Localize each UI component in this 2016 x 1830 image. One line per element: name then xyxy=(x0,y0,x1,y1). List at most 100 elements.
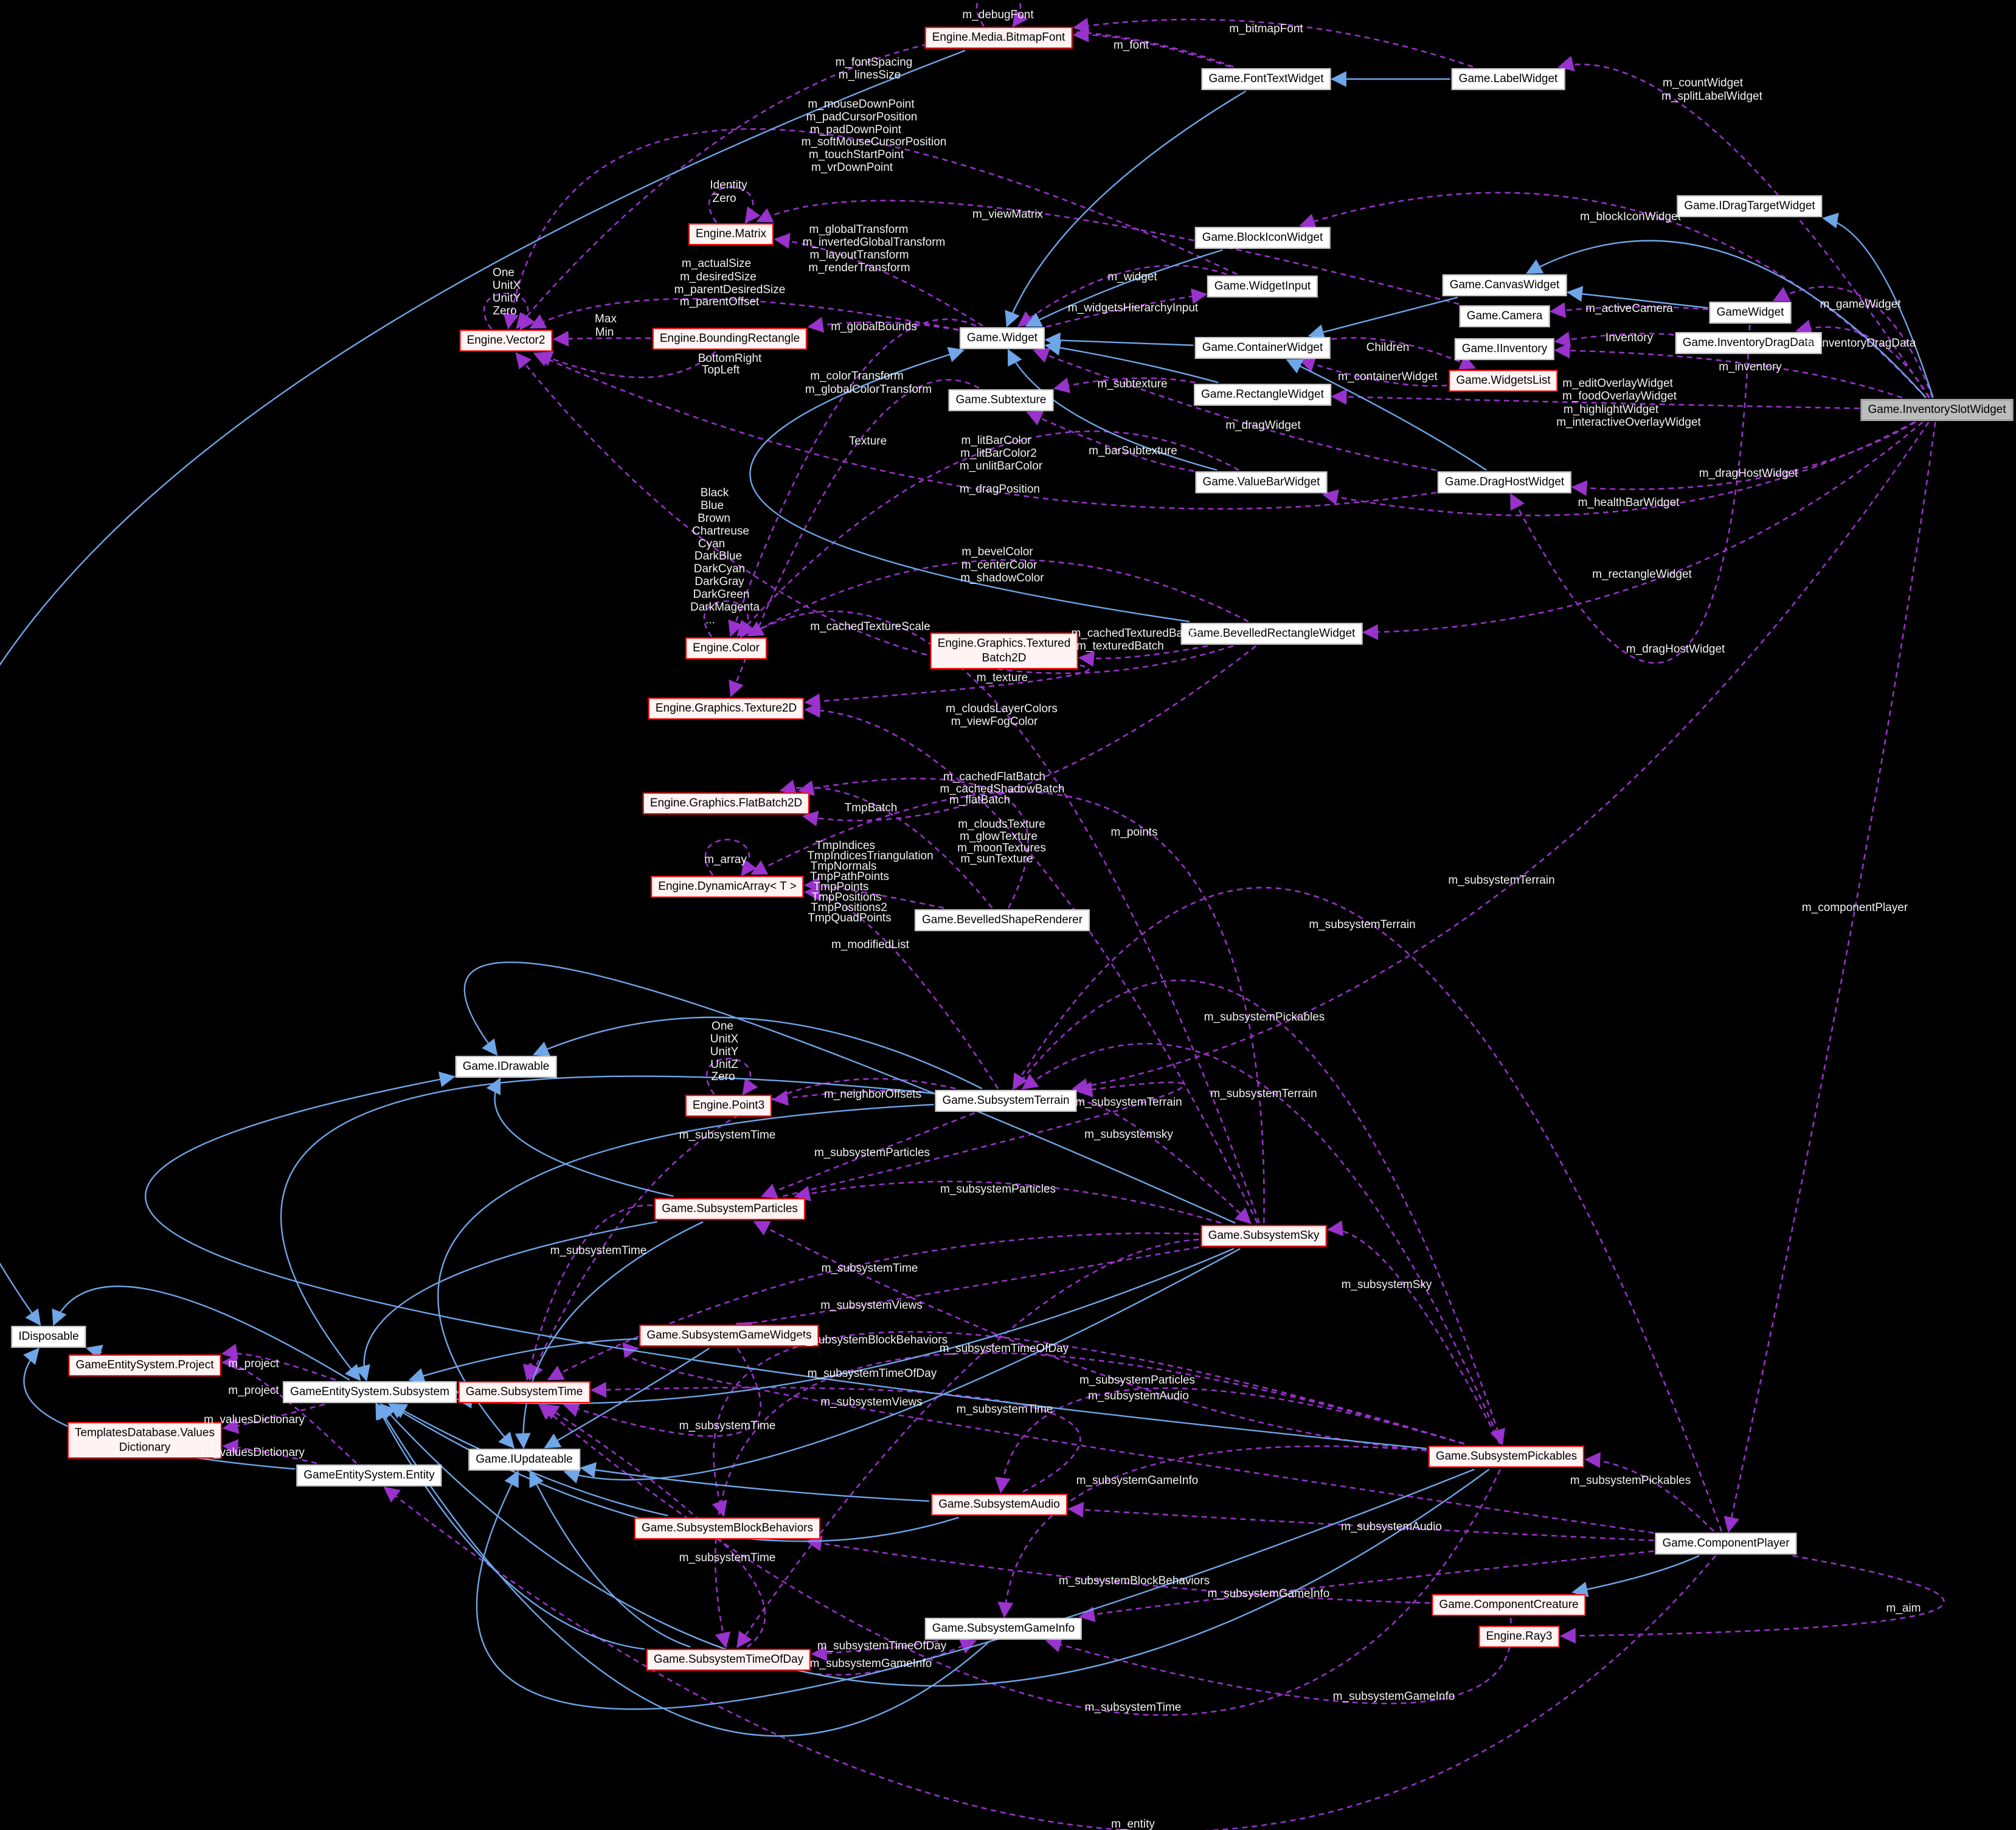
edge-subsystempickables-subsystemblockbehaviors xyxy=(712,1331,1465,1517)
node-valuebarwidget[interactable]: Game.ValueBarWidget xyxy=(1195,471,1328,493)
node-subsystemparticles[interactable]: Game.SubsystemParticles xyxy=(654,1198,805,1220)
node-idragtargetwidget[interactable]: Game.IDragTargetWidget xyxy=(1677,195,1823,217)
edge-texturedbatch2d-texture2d xyxy=(804,664,1090,710)
edge-boundingrectangle-vector2 xyxy=(536,351,716,378)
edge-fonttextwidget-widget xyxy=(1005,90,1247,328)
edge-inventoryslotwidget-bevelledrectanglewidget xyxy=(1362,421,1924,640)
edge-subsystemsky-subsystemparticles xyxy=(794,1180,1222,1224)
edge-widget-boundingrectangle xyxy=(807,317,959,333)
edge-rectanglewidget-subtexture xyxy=(1053,377,1196,393)
node-bitmapfont[interactable]: Engine.Media.BitmapFont xyxy=(924,27,1073,49)
node-iupdateable[interactable]: Game.IUpdateable xyxy=(468,1449,580,1471)
edge-valuebarwidget-subtexture xyxy=(1026,411,1194,472)
node-subsystemblockbehaviors[interactable]: Game.SubsystemBlockBehaviors xyxy=(634,1517,820,1539)
edge-canvaswidget-containerwidget xyxy=(1308,296,1458,340)
edge-componentplayer-componentcreature xyxy=(1571,1554,1700,1598)
edge-containerwidget-widgetslist xyxy=(1331,337,1477,370)
node-bevelledrectanglewidget[interactable]: Game.BevelledRectangleWidget xyxy=(1180,623,1363,645)
node-labelwidget[interactable]: Game.LabelWidget xyxy=(1451,68,1565,90)
edge-bitmapfont-idisposable xyxy=(0,49,966,1326)
edge-inventoryslotwidget-subsystemterrain xyxy=(1072,421,1930,1094)
edge-subsystemparticles-iupdateable xyxy=(514,1221,704,1449)
edge-boundingrectangle-vector2 xyxy=(552,330,651,347)
node-componentcreature[interactable]: Game.ComponentCreature xyxy=(1432,1594,1586,1616)
node-idisposable[interactable]: IDisposable xyxy=(11,1326,86,1348)
edge-subsystempickables-idrawable xyxy=(145,1072,1427,1450)
edge-widget-widgetinput xyxy=(1045,288,1208,328)
edge-subsystemsky-dynamicarray xyxy=(750,791,1265,1224)
edge-subsystemparticles-subsystemtime xyxy=(522,1204,653,1381)
edge-dynamicarray-dynamicarray xyxy=(704,839,757,877)
edge-subsystemterrain-subsystemtime xyxy=(528,1078,956,1381)
node-subsystemgamewidgets[interactable]: Game.SubsystemGameWidgets xyxy=(639,1325,819,1347)
node-containerwidget[interactable]: Game.ContainerWidget xyxy=(1194,337,1331,359)
edge-subsystemparticles-idrawable xyxy=(486,1077,674,1197)
node-matrix[interactable]: Engine.Matrix xyxy=(688,223,774,245)
node-flatbatch2d[interactable]: Engine.Graphics.FlatBatch2D xyxy=(642,792,810,814)
edge-widget-vector2 xyxy=(529,297,959,331)
edge-subsystemterrain-subsystem xyxy=(280,1075,934,1382)
node-gamewidget[interactable]: GameWidget xyxy=(1709,302,1792,324)
edge-subsystemsky-iupdateable xyxy=(563,1247,1241,1484)
edge-subsystem-idisposable xyxy=(52,1285,350,1381)
node-vector2[interactable]: Engine.Vector2 xyxy=(459,330,553,352)
node-camera[interactable]: Game.Camera xyxy=(1459,305,1550,327)
node-idrawable[interactable]: Game.IDrawable xyxy=(455,1056,557,1078)
node-point3[interactable]: Engine.Point3 xyxy=(685,1095,772,1117)
node-subsystemaudio[interactable]: Game.SubsystemAudio xyxy=(931,1494,1067,1516)
node-componentplayer[interactable]: Game.ComponentPlayer xyxy=(1655,1533,1797,1554)
edge-inventoryslotwidget-draghostwidget xyxy=(1571,421,1916,496)
edge-bevelledshaperenderer-flatbatch2d xyxy=(797,777,1029,909)
edge-entity-valuesdictionary xyxy=(222,1439,317,1464)
node-subsystempickables[interactable]: Game.SubsystemPickables xyxy=(1428,1446,1585,1468)
node-iinventory[interactable]: Game.IInventory xyxy=(1454,338,1555,360)
node-widgetslist[interactable]: Game.WidgetsList xyxy=(1449,370,1558,392)
edge-subsystempickables-subsystem xyxy=(379,1403,1490,1687)
edge-inventorydragdata-iinventory xyxy=(1554,331,1674,348)
node-subsystemtimeofday[interactable]: Game.SubsystemTimeOfDay xyxy=(646,1649,811,1671)
node-bevelledshaperenderer[interactable]: Game.BevelledShapeRenderer xyxy=(914,909,1090,931)
node-entity[interactable]: GameEntitySystem.Entity xyxy=(296,1464,442,1486)
node-project[interactable]: GameEntitySystem.Project xyxy=(68,1354,221,1376)
node-subsystemsky[interactable]: Game.SubsystemSky xyxy=(1200,1225,1327,1247)
node-color[interactable]: Engine.Color xyxy=(685,637,767,659)
node-texturedbatch2d[interactable]: Engine.Graphics.Textured Batch2D xyxy=(930,633,1078,669)
edge-subsystemterrain-subsystemparticles xyxy=(760,1112,975,1199)
node-dynamicarray[interactable]: Engine.DynamicArray< T > xyxy=(651,876,804,898)
node-subsystemtime[interactable]: Game.SubsystemTime xyxy=(458,1381,591,1403)
edge-subsystempickables-subsystemtimeofday xyxy=(715,1352,1465,1649)
edge-bevelledrectanglewidget-color xyxy=(747,559,1249,637)
node-fonttextwidget[interactable]: Game.FontTextWidget xyxy=(1201,68,1331,90)
edge-inventoryslotwidget-labelwidget xyxy=(1557,55,1930,398)
node-subsystem[interactable]: GameEntitySystem.Subsystem xyxy=(283,1381,457,1403)
node-widgetinput[interactable]: Game.WidgetInput xyxy=(1207,276,1318,297)
edge-rectanglewidget-widget xyxy=(1044,339,1219,384)
node-draghostwidget[interactable]: Game.DragHostWidget xyxy=(1437,471,1572,493)
node-canvaswidget[interactable]: Game.CanvasWidget xyxy=(1442,274,1567,296)
node-rectanglewidget[interactable]: Game.RectangleWidget xyxy=(1194,384,1331,406)
node-subtexture[interactable]: Game.Subtexture xyxy=(948,389,1054,411)
node-inventoryslotwidget[interactable]: Game.InventorySlotWidget xyxy=(1860,399,2014,421)
edge-subsystempickables-subsystemaudio xyxy=(994,1387,1464,1494)
edge-subsystemtimeofday-subsystem xyxy=(375,1402,645,1650)
edge-subsystempickables-subsystemterrain xyxy=(1021,1042,1502,1444)
edge-widget-color xyxy=(728,318,977,637)
node-boundingrectangle[interactable]: Engine.BoundingRectangle xyxy=(652,328,808,350)
node-valuesdictionary[interactable]: TemplatesDatabase.Values Dictionary xyxy=(68,1422,222,1458)
node-subsystemgameinfo[interactable]: Game.SubsystemGameInfo xyxy=(924,1618,1082,1640)
edge-valuebarwidget-widget xyxy=(1007,348,1218,471)
node-subsystemterrain[interactable]: Game.SubsystemTerrain xyxy=(935,1090,1077,1112)
edge-subsystempickables-subsystemgameinfo xyxy=(997,1445,1427,1618)
node-widget[interactable]: Game.Widget xyxy=(959,327,1045,349)
edge-componentplayer-entity xyxy=(383,1486,1716,1830)
node-blockiconwidget[interactable]: Game.BlockIconWidget xyxy=(1194,227,1331,249)
node-texture2d[interactable]: Engine.Graphics.Texture2D xyxy=(648,698,805,719)
node-ray3[interactable]: Engine.Ray3 xyxy=(1478,1626,1560,1648)
edge-draghostwidget-vector2 xyxy=(533,352,1437,510)
edge-subsystemterrain-iupdateable xyxy=(437,1103,934,1449)
node-inventorydragdata[interactable]: Game.InventoryDragData xyxy=(1675,332,1822,354)
edge-inventoryslotwidget-iinventory xyxy=(1554,342,1902,399)
edge-blockiconwidget-widget xyxy=(1025,249,1223,327)
edge-subsystemparticles-subsystemterrain xyxy=(782,1081,1185,1197)
